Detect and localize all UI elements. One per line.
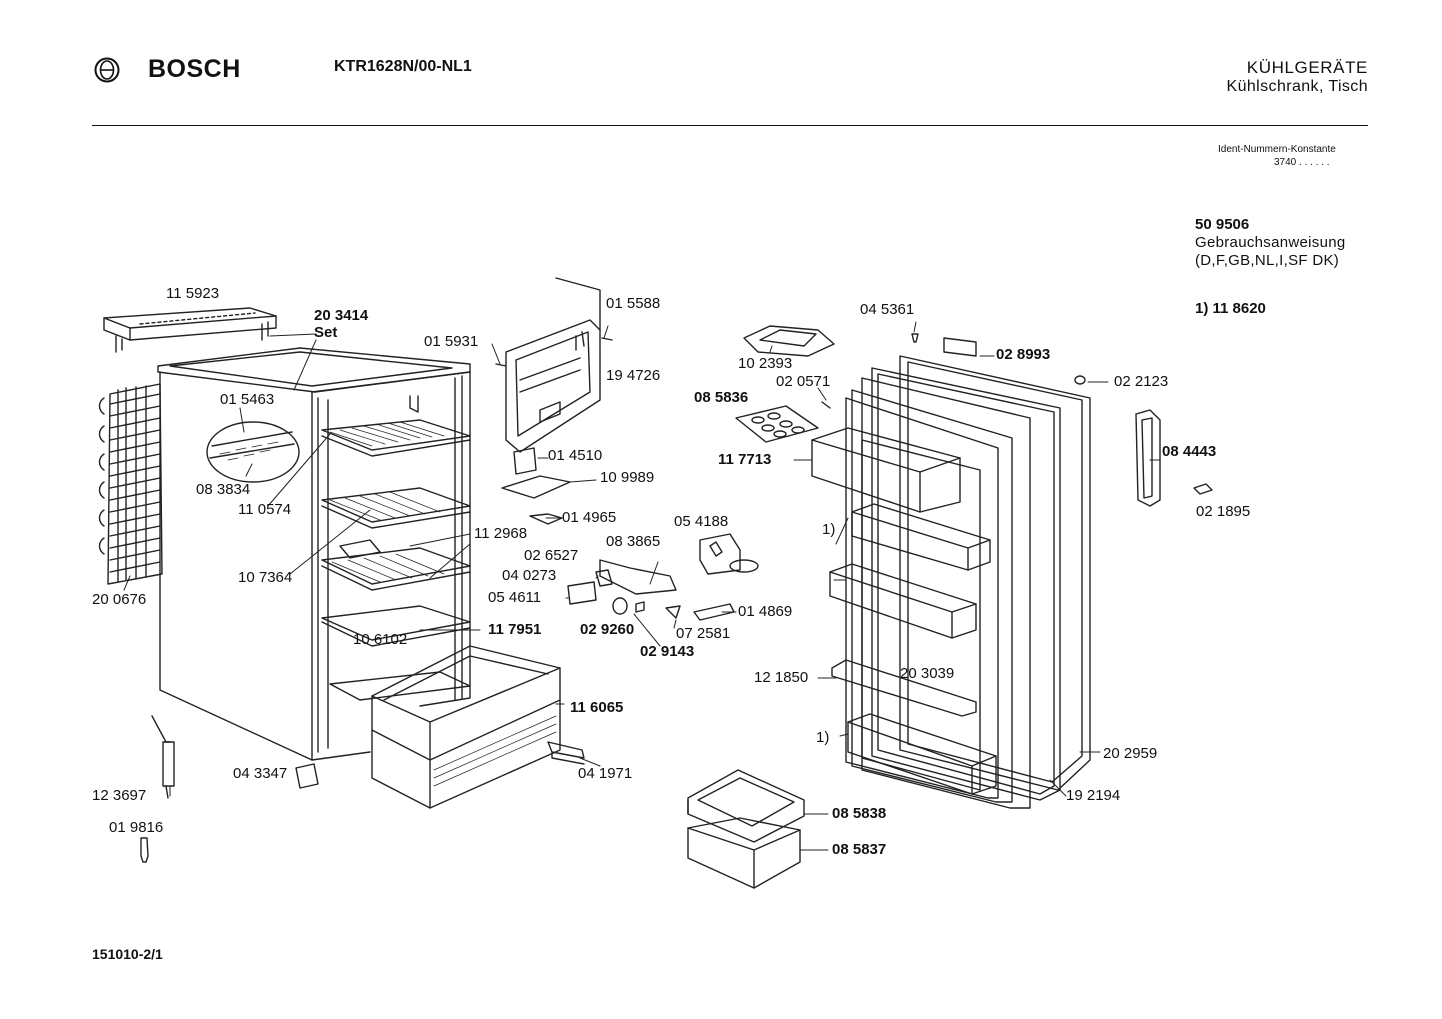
part-label-020571: 02 0571	[776, 373, 831, 390]
part-label-084443: 08 4443	[1162, 443, 1217, 460]
part-label-043347: 04 3347	[233, 765, 288, 782]
part-label-029143: 02 9143	[640, 643, 695, 660]
part-label-015588: 01 5588	[606, 295, 661, 312]
lamp-drawing	[529, 513, 563, 525]
part-label-085836: 08 5836	[694, 389, 749, 406]
part-label-029260: 02 9260	[580, 621, 635, 638]
part-label-109989: 10 9989	[600, 469, 655, 486]
part-label-083865: 08 3865	[606, 533, 661, 550]
foot-drawing	[295, 763, 319, 789]
cover-drawing	[513, 447, 537, 475]
part-label-192194: 19 2194	[1066, 787, 1121, 804]
top-strip-drawing	[103, 307, 277, 353]
switch-assembly-drawing	[567, 559, 677, 615]
manual-label: Gebrauchsanweisung	[1195, 234, 1346, 251]
crisper-drawer-drawing	[371, 645, 561, 809]
document-number: 151010-2/1	[92, 946, 163, 962]
model-number: KTR1628N/00-NL1	[334, 58, 472, 75]
door-handle-drawing	[1135, 409, 1161, 507]
screw-drawing	[911, 333, 919, 343]
ice-tray-drawing	[687, 769, 805, 889]
part-label-fn1b: 1)	[816, 729, 830, 746]
pin-drawing	[821, 401, 831, 409]
probe-drawing	[140, 715, 175, 863]
ident-value: 3740 . . . . . .	[1274, 157, 1330, 168]
part-label-015463: 01 5463	[220, 391, 275, 408]
manual-languages: (D,F,GB,NL,I,SF DK)	[1195, 252, 1340, 269]
part-label-116065: 11 6065	[570, 699, 624, 716]
part-label-014869: 01 4869	[738, 603, 793, 620]
part-label-106102: 10 6102	[353, 631, 408, 648]
part-label-054188: 05 4188	[674, 513, 729, 530]
magnifier-detail-drawing	[206, 421, 300, 483]
part-label-054611: 05 4611	[488, 589, 542, 606]
part-label-085837: 08 5837	[832, 841, 887, 858]
screw-drawing	[1193, 483, 1213, 495]
spring-drawing	[665, 605, 681, 619]
part-label-107364: 10 7364	[238, 569, 293, 586]
part-label-072581: 07 2581	[676, 625, 731, 642]
cabinet-drawing	[157, 347, 471, 761]
part-label-022123: 02 2123	[1114, 373, 1169, 390]
part-label-028993: 02 8993	[996, 346, 1051, 363]
part-label-014965: 01 4965	[562, 509, 617, 526]
plate-drawing	[943, 337, 977, 357]
part-label-015931: 01 5931	[424, 333, 479, 350]
category-title: KÜHLGERÄTE	[1246, 58, 1368, 77]
egg-tray-drawing	[735, 405, 819, 443]
brand-name: BOSCH	[148, 55, 241, 83]
part-label-117951: 11 7951	[488, 621, 542, 638]
butter-dish-drawing	[743, 325, 835, 357]
hinge-drawing	[547, 741, 585, 765]
part-label-200676: 20 0676	[92, 591, 147, 608]
manual-part-number: 50 9506	[1195, 216, 1250, 233]
part-label-085838: 08 5838	[832, 805, 887, 822]
part-label-set: Set	[314, 324, 338, 341]
screw-drawing	[495, 337, 613, 367]
part-label-115923: 11 5923	[166, 285, 220, 302]
bosch-logo-icon	[92, 57, 122, 88]
part-label-019816: 01 9816	[109, 819, 164, 836]
part-label-083834: 08 3834	[196, 481, 251, 498]
footnote: 1) 11 8620	[1195, 300, 1266, 317]
condenser-coil-drawing	[98, 383, 163, 585]
part-label-fn1a: 1)	[822, 521, 836, 538]
part-label-202959: 20 2959	[1103, 745, 1158, 762]
ident-label: Ident-Nummern-Konstante	[1218, 144, 1336, 155]
part-label-045361: 04 5361	[860, 301, 915, 318]
leader-lines	[123, 321, 1161, 851]
door-drawing	[811, 355, 1091, 809]
part-label-203414: 20 3414	[314, 307, 369, 324]
header-divider	[92, 125, 1368, 126]
part-label-194726: 19 4726	[606, 367, 661, 384]
thermostat-drawing	[699, 533, 759, 575]
part-label-041971: 04 1971	[578, 765, 633, 782]
part-label-014510: 01 4510	[548, 447, 603, 464]
part-label-112968: 11 2968	[474, 525, 528, 542]
part-label-026527: 02 6527	[524, 547, 579, 564]
cap-drawing	[1074, 375, 1086, 385]
part-label-040273: 04 0273	[502, 567, 557, 584]
control-panel-drawing	[505, 277, 601, 453]
part-label-203039: 20 3039	[900, 665, 955, 682]
part-label-110574: 11 0574	[238, 501, 292, 518]
category-subtitle: Kühlschrank, Tisch	[1226, 78, 1368, 95]
part-label-123697: 12 3697	[92, 787, 147, 804]
part-label-102393: 10 2393	[738, 355, 793, 372]
part-label-117713: 11 7713	[718, 451, 772, 468]
part-label-121850: 12 1850	[754, 669, 809, 686]
part-label-021895: 02 1895	[1196, 503, 1251, 520]
light-holder-drawing	[501, 475, 571, 499]
